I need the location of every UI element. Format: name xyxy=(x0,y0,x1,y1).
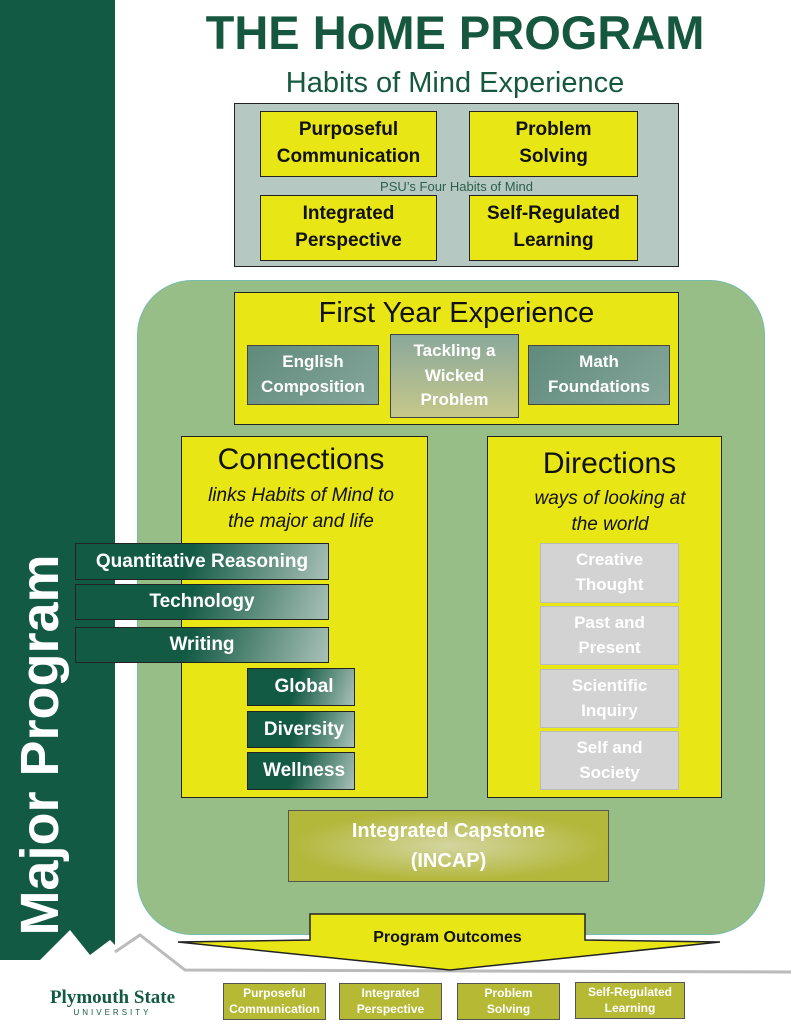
directions-subtitle: ways of looking at the world xyxy=(534,488,686,535)
connection-box: Diversity xyxy=(247,711,355,748)
capstone-box: Integrated Capstone (INCAP) xyxy=(288,810,609,882)
connection-box: Global xyxy=(247,668,355,706)
outcome-box: Purposeful Communication xyxy=(223,983,326,1020)
connection-bar: Quantitative Reasoning xyxy=(75,543,329,580)
outcome-box: Integrated Perspective xyxy=(339,983,442,1020)
connections-title: Connections xyxy=(217,443,385,476)
side-bar xyxy=(0,0,115,960)
habit-box: Integrated Perspective xyxy=(260,195,437,261)
connections-subtitle: links Habits of Mind to the major and li… xyxy=(208,485,394,532)
fye-item: Tackling a Wicked Problem xyxy=(390,334,519,418)
page-subtitle: Habits of Mind Experience xyxy=(285,66,625,99)
page-title: THE HoME PROGRAM xyxy=(205,6,705,59)
directions-title: Directions xyxy=(542,447,677,480)
direction-item: Past and Present xyxy=(540,606,679,665)
connection-bar: Writing xyxy=(75,627,329,663)
outcome-box: Problem Solving xyxy=(457,983,560,1020)
side-label: Major Program xyxy=(10,554,70,936)
habit-box: Problem Solving xyxy=(469,111,638,177)
habits-label: PSU’s Four Habits of Mind xyxy=(380,178,533,194)
connection-box: Wellness xyxy=(247,752,355,790)
mountain-line xyxy=(0,930,791,980)
direction-item: Self and Society xyxy=(540,731,679,790)
habit-box: Self-Regulated Learning xyxy=(469,195,638,261)
direction-item: Creative Thought xyxy=(540,543,679,603)
fye-title: First Year Experience xyxy=(318,296,595,329)
outcomes-label: Program Outcomes xyxy=(373,929,522,946)
outcomes-arrow xyxy=(177,913,721,971)
fye-item: Math Foundations xyxy=(528,345,670,405)
university-logo: Plymouth State UNIVERSITY xyxy=(49,987,176,1018)
habit-box: Purposeful Communication xyxy=(260,111,437,177)
fye-item: English Composition xyxy=(247,345,379,405)
outcome-box: Self-Regulated Learning xyxy=(575,982,685,1019)
connection-bar: Technology xyxy=(75,584,329,620)
direction-item: Scientific Inquiry xyxy=(540,669,679,728)
